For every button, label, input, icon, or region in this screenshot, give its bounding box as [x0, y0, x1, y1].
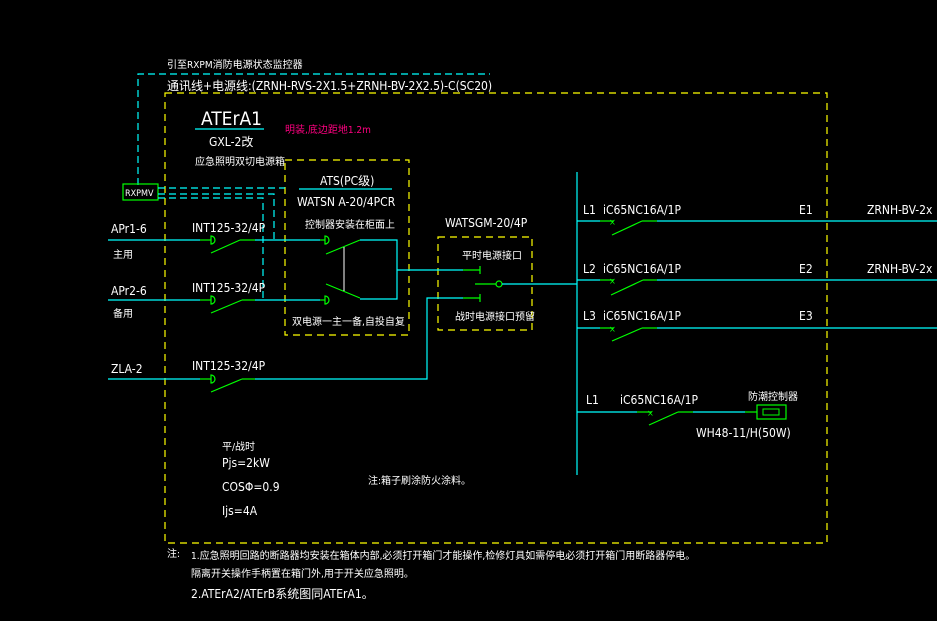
input-label: APr2-6 — [111, 284, 147, 298]
watsgm-boundary — [437, 236, 533, 331]
breaker-label: iC65NC16A/1P — [620, 393, 699, 407]
monitor-signal-lines — [158, 187, 285, 299]
output-circuit-dehumidifier: L1 iC65NC16A/1P 防潮控制器 WH48-11/H(50W) × — [577, 390, 798, 440]
load-ijs: Ijs=4A — [222, 504, 258, 518]
mounting-note: 明装,底边距地1.2m — [285, 123, 371, 136]
monitor-ref-text: 引至RXPM消防电源状态监控器 — [167, 58, 303, 71]
panel-description: 应急照明双切电源箱 — [195, 155, 285, 168]
rxpmv-label: RXPMV — [125, 189, 154, 199]
note-1b: 隔离开关操作手柄置在箱门外,用于开关应急照明。 — [191, 567, 414, 580]
load-pjs: Pjs=2kW — [222, 456, 270, 470]
ats-title: ATS(PC级) — [320, 174, 374, 188]
svg-text:×: × — [609, 218, 616, 228]
input-label: ZLA-2 — [111, 362, 143, 376]
ats-model: WATSN A-20/4PCR — [297, 195, 396, 209]
note-2: 2.ATErA2/ATErB系统图同ATErA1。 — [191, 587, 374, 601]
output-circuit-e2: L2 iC65NC16A/1P E2 ZRNH-BV-2x × — [577, 262, 937, 296]
panel-name: ATErA1 — [201, 108, 262, 130]
svg-text:×: × — [647, 409, 654, 419]
panel-boundary — [164, 92, 828, 544]
svg-text:×: × — [609, 325, 616, 335]
device-label: 防潮控制器 — [748, 390, 798, 403]
breaker-label: INT125-32/4P — [192, 281, 266, 295]
ats-switch-symbol — [320, 235, 463, 305]
ats-boundary — [284, 159, 410, 336]
monitor-cable-route — [137, 73, 490, 185]
phase-label: L3 — [583, 309, 596, 323]
cable-label: ZRNH-BV-2x — [867, 203, 933, 217]
watsgm-war-port: 战时电源接口预留 — [455, 310, 535, 323]
circuit-label: E1 — [799, 203, 813, 217]
dehumidifier-controller-symbol — [756, 404, 787, 420]
breaker-label: iC65NC16A/1P — [603, 309, 682, 323]
load-mode: 平/战时 — [222, 441, 255, 453]
input-apr2: APr2-6 备用 INT125-32/4P — [108, 281, 320, 320]
cable-spec-text: 通讯线+电源线:(ZRNH-RVS-2X1.5+ZRNH-BV-2X2.5)-C… — [167, 79, 492, 93]
input-zla2: ZLA-2 INT125-32/4P — [108, 297, 463, 393]
svg-text:×: × — [609, 277, 616, 287]
load-cos: COSΦ=0.9 — [222, 480, 280, 494]
box-note: 注:箱子刷涂防火涂料。 — [368, 474, 471, 487]
watsgm-switch-symbol — [463, 266, 577, 302]
circuit-label: E2 — [799, 262, 813, 276]
circuit-label: E3 — [799, 309, 813, 323]
notes-label: 注: — [167, 547, 180, 560]
input-role: 主用 — [113, 249, 133, 261]
cable-label: ZRNH-BV-2x — [867, 262, 933, 276]
output-circuit-e3: L3 iC65NC16A/1P E3 × — [577, 309, 937, 342]
phase-label: L1 — [583, 203, 596, 217]
watsgm-model: WATSGM-20/4P — [445, 216, 528, 230]
ats-mode-note: 双电源一主一备,自投自复 — [292, 315, 405, 328]
breaker-label: INT125-32/4P — [192, 359, 266, 373]
input-role: 备用 — [113, 307, 133, 320]
watsgm-normal-port: 平时电源接口 — [462, 249, 522, 262]
breaker-label: iC65NC16A/1P — [603, 203, 682, 217]
device-model: WH48-11/H(50W) — [696, 426, 791, 440]
input-apr1: APr1-6 主用 INT125-32/4P — [108, 221, 320, 261]
phase-label: L1 — [586, 393, 599, 407]
ats-controller-note: 控制器安装在柜面上 — [305, 218, 395, 231]
phase-label: L2 — [583, 262, 596, 276]
rxpmv-box[interactable] — [122, 183, 159, 201]
panel-model: GXL-2改 — [209, 135, 253, 149]
breaker-label: INT125-32/4P — [192, 221, 266, 235]
input-label: APr1-6 — [111, 222, 147, 236]
output-circuit-e1: L1 iC65NC16A/1P E1 ZRNH-BV-2x × — [577, 203, 937, 236]
breaker-label: iC65NC16A/1P — [603, 262, 682, 276]
note-1: 1.应急照明回路的断路器均安装在箱体内部,必须打开箱门才能操作,检修灯具如需停电… — [191, 549, 695, 562]
